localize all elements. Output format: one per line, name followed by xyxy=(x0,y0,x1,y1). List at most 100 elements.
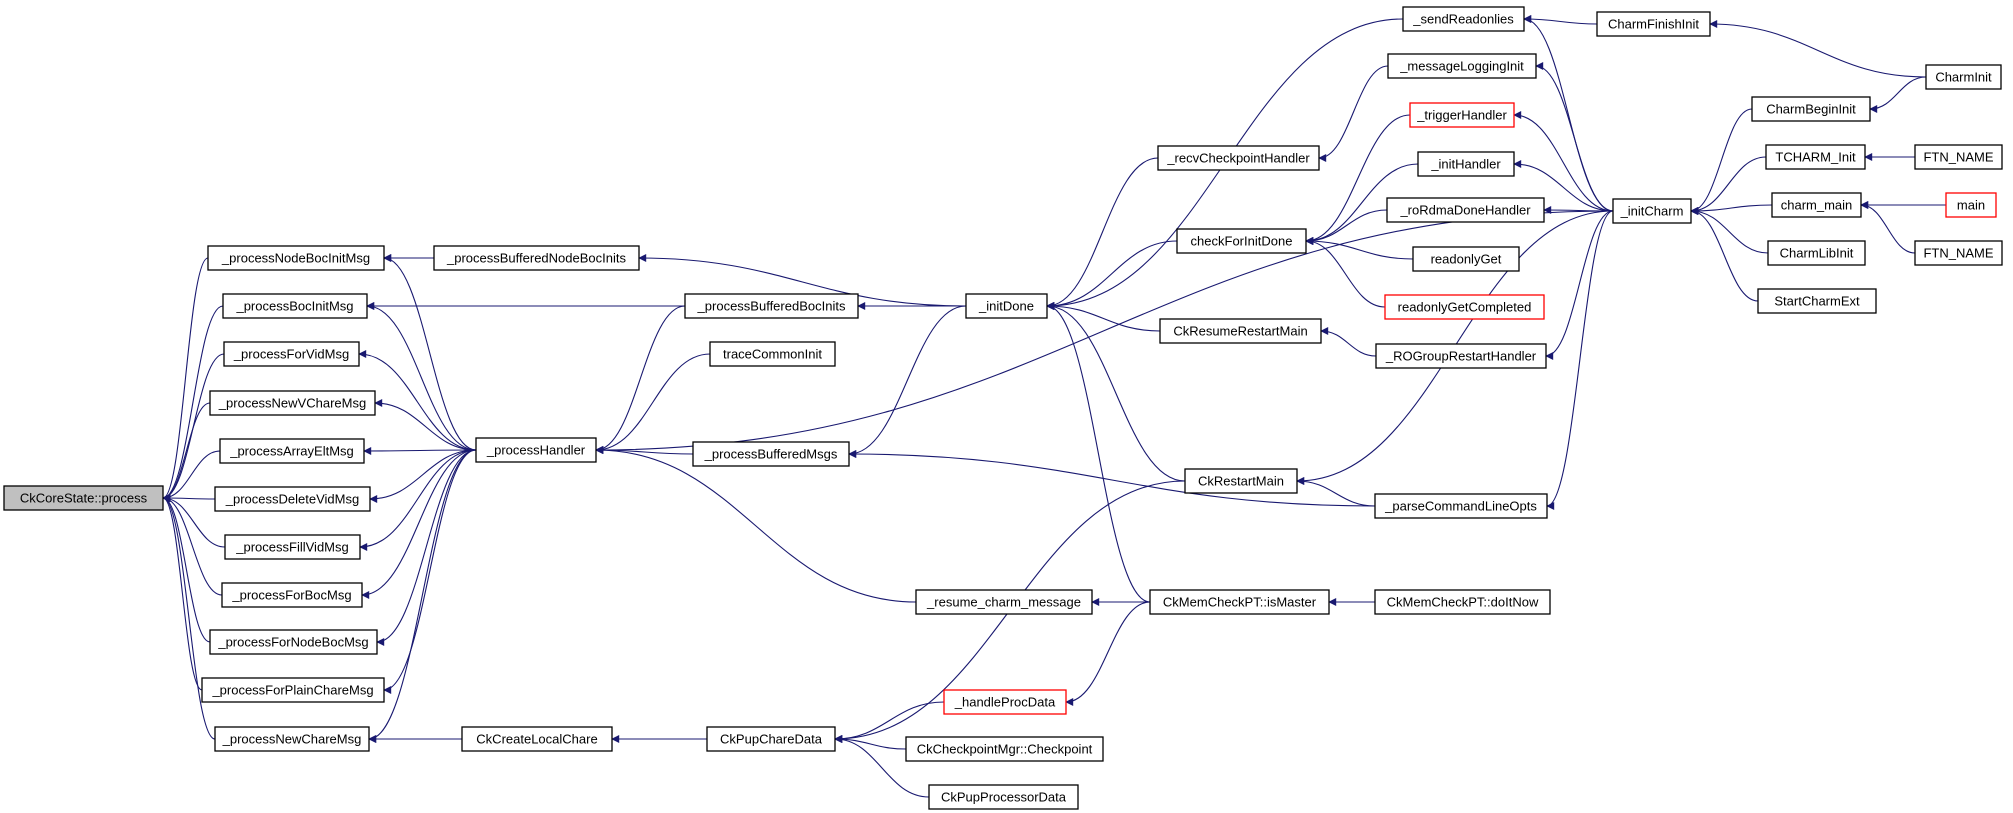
node-processdeletevidmsg[interactable]: _processDeleteVidMsg xyxy=(214,486,371,512)
node-charminit[interactable]: CharmInit xyxy=(1925,64,2002,90)
node-processarrayeltmsg[interactable]: _processArrayEltMsg xyxy=(219,438,365,464)
edge-processnewcharemsg-to-ckcorestate-process xyxy=(162,494,216,740)
node-startcharmext[interactable]: StartCharmExt xyxy=(1757,288,1877,314)
node-processnodebocinitmsg[interactable]: _processNodeBocInitMsg xyxy=(207,245,385,271)
node-sendreadonlies[interactable]: _sendReadonlies xyxy=(1402,6,1525,32)
node-processbufferedbocinits[interactable]: _processBufferedBocInits xyxy=(684,293,859,319)
node-box xyxy=(222,293,368,319)
node-label: CkRestartMain xyxy=(1198,474,1284,489)
node-charm-main[interactable]: charm_main xyxy=(1771,192,1862,218)
node-processnewcharemsg[interactable]: _processNewChareMsg xyxy=(214,726,370,752)
node-tcharm-init[interactable]: TCHARM_Init xyxy=(1765,144,1866,170)
node-ckmemcheckpt-ismaster[interactable]: CkMemCheckPT::isMaster xyxy=(1149,589,1330,615)
node-readonlyget[interactable]: readonlyGet xyxy=(1412,246,1520,272)
edge-initcharm-to-triggerhandler xyxy=(1513,111,1614,212)
node-ckcheckpointmgr-checkpoint[interactable]: CkCheckpointMgr::Checkpoint xyxy=(905,736,1104,762)
node-label: _processForNodeBocMsg xyxy=(217,635,368,650)
node-triggerhandler[interactable]: _triggerHandler xyxy=(1409,102,1515,128)
node-inithandler[interactable]: _initHandler xyxy=(1417,151,1515,177)
edge-processbocinitmsg-to-ckcorestate-process xyxy=(162,305,224,502)
node-label: CharmInit xyxy=(1935,70,1992,85)
edge-inithandler-to-checkforinitdone xyxy=(1305,163,1419,245)
node-box xyxy=(706,726,836,752)
edge-rordmadonehandler-to-checkforinitdone xyxy=(1305,209,1388,245)
node-ckrestartmain[interactable]: CkRestartMain xyxy=(1184,468,1298,494)
node-processbufferednodebocinits[interactable]: _processBufferedNodeBocInits xyxy=(433,245,640,271)
node-box xyxy=(1176,228,1307,254)
node-processnewvcharemsg[interactable]: _processNewVChareMsg xyxy=(209,390,376,416)
node-processforvidmsg[interactable]: _processForVidMsg xyxy=(223,341,360,367)
node-initcharm[interactable]: _initCharm xyxy=(1612,198,1692,224)
edge-charmbegininit-to-initcharm xyxy=(1690,108,1753,215)
node-box xyxy=(943,689,1067,715)
node-recvcheckpointhandler[interactable]: _recvCheckpointHandler xyxy=(1157,145,1320,171)
node-label: charm_main xyxy=(1781,198,1853,213)
node-box xyxy=(1771,192,1862,218)
node-processforbocmsg[interactable]: _processForBocMsg xyxy=(221,582,363,608)
edge-processhandler-to-processfornodebocmsg xyxy=(376,449,477,646)
node-processbufferedmsgs[interactable]: _processBufferedMsgs xyxy=(692,441,850,467)
edge-processhandler-to-processforvidmsg xyxy=(358,350,477,451)
node-label: CkMemCheckPT::isMaster xyxy=(1163,595,1317,610)
node-ckpupcharedata[interactable]: CkPupChareData xyxy=(706,726,836,752)
node-box xyxy=(1767,240,1866,266)
node-initdone[interactable]: _initDone xyxy=(965,293,1048,319)
node-ckmemcheckpt-doitnow[interactable]: CkMemCheckPT::doItNow xyxy=(1374,589,1551,615)
node-label: _initDone xyxy=(978,299,1034,314)
node-box xyxy=(915,589,1093,615)
node-ftn-name[interactable]: FTN_NAME xyxy=(1914,240,2003,266)
node-processforplaincharemsg[interactable]: _processForPlainChareMsg xyxy=(201,677,385,703)
node-ckpupprocessordata[interactable]: CkPupProcessorData xyxy=(928,784,1079,810)
node-box xyxy=(1417,151,1515,177)
edge-processhandler-to-processforplaincharemsg xyxy=(383,449,477,694)
node-processfillvidmsg[interactable]: _processFillVidMsg xyxy=(224,534,361,560)
node-rordmadonehandler[interactable]: _roRdmaDoneHandler xyxy=(1386,197,1545,223)
node-handleprocdata[interactable]: _handleProcData xyxy=(943,689,1067,715)
node-box xyxy=(1386,197,1545,223)
node-box xyxy=(965,293,1048,319)
node-label: _roRdmaDoneHandler xyxy=(1399,203,1531,218)
node-box xyxy=(1387,53,1537,79)
node-ckcreatelocalchare[interactable]: CkCreateLocalChare xyxy=(461,726,613,752)
node-label: _processArrayEltMsg xyxy=(229,444,354,459)
node-charmbegininit[interactable]: CharmBeginInit xyxy=(1751,96,1871,122)
node-label: _messageLoggingInit xyxy=(1399,59,1524,74)
node-rogrouprestarthandler[interactable]: _ROGroupRestartHandler xyxy=(1375,343,1547,369)
node-readonlygetcompleted[interactable]: readonlyGetCompleted xyxy=(1384,294,1545,320)
node-label: _processForBocMsg xyxy=(231,588,351,603)
node-label: _processBocInitMsg xyxy=(235,299,353,314)
node-processbocinitmsg[interactable]: _processBocInitMsg xyxy=(222,293,368,319)
node-main[interactable]: main xyxy=(1945,192,1997,218)
edge-ckmemcheckpt-ismaster-to-initdone xyxy=(1046,302,1151,603)
edge-processforbocmsg-to-ckcorestate-process xyxy=(162,494,223,596)
node-resume-charm-message[interactable]: _resume_charm_message xyxy=(915,589,1093,615)
edge-initcharm-to-parsecommandlineopts xyxy=(1546,210,1614,510)
node-ckresumerestartmain[interactable]: CkResumeRestartMain xyxy=(1159,318,1322,344)
node-processfornodebocmsg[interactable]: _processForNodeBocMsg xyxy=(209,629,378,655)
node-messagelogginginit[interactable]: _messageLoggingInit xyxy=(1387,53,1537,79)
edge-initdone-to-processbufferednodebocinits xyxy=(638,254,967,307)
node-label: CkPupProcessorData xyxy=(941,790,1067,805)
node-parsecommandlineopts[interactable]: _parseCommandLineOpts xyxy=(1374,493,1548,519)
node-label: FTN_NAME xyxy=(1923,246,1993,261)
edge-ckresumerestartmain-to-initdone xyxy=(1046,302,1161,332)
node-label: _processNewChareMsg xyxy=(222,732,362,747)
node-ckcorestate-process[interactable]: CkCoreState::process xyxy=(3,485,164,511)
node-processhandler[interactable]: _processHandler xyxy=(475,437,597,463)
node-checkforinitdone[interactable]: checkForInitDone xyxy=(1176,228,1307,254)
node-charmlibinit[interactable]: CharmLibInit xyxy=(1767,240,1866,266)
node-ftn-name[interactable]: FTN_NAME xyxy=(1914,144,2003,170)
edge-processfillvidmsg-to-ckcorestate-process xyxy=(162,494,226,548)
edge-rogrouprestarthandler-to-ckresumerestartmain xyxy=(1320,327,1377,357)
node-label: _sendReadonlies xyxy=(1412,12,1514,27)
node-label: _processNodeBocInitMsg xyxy=(221,251,370,266)
node-box xyxy=(1765,144,1866,170)
edge-processhandler-to-processdeletevidmsg xyxy=(369,449,477,503)
node-box xyxy=(905,736,1104,762)
node-box xyxy=(928,784,1079,810)
edge-checkforinitdone-to-initdone xyxy=(1046,240,1178,310)
edge-processhandler-to-processnodebocinitmsg xyxy=(383,254,477,451)
node-charmfinishinit[interactable]: CharmFinishInit xyxy=(1596,11,1711,37)
node-tracecommoninit[interactable]: traceCommonInit xyxy=(709,341,836,367)
